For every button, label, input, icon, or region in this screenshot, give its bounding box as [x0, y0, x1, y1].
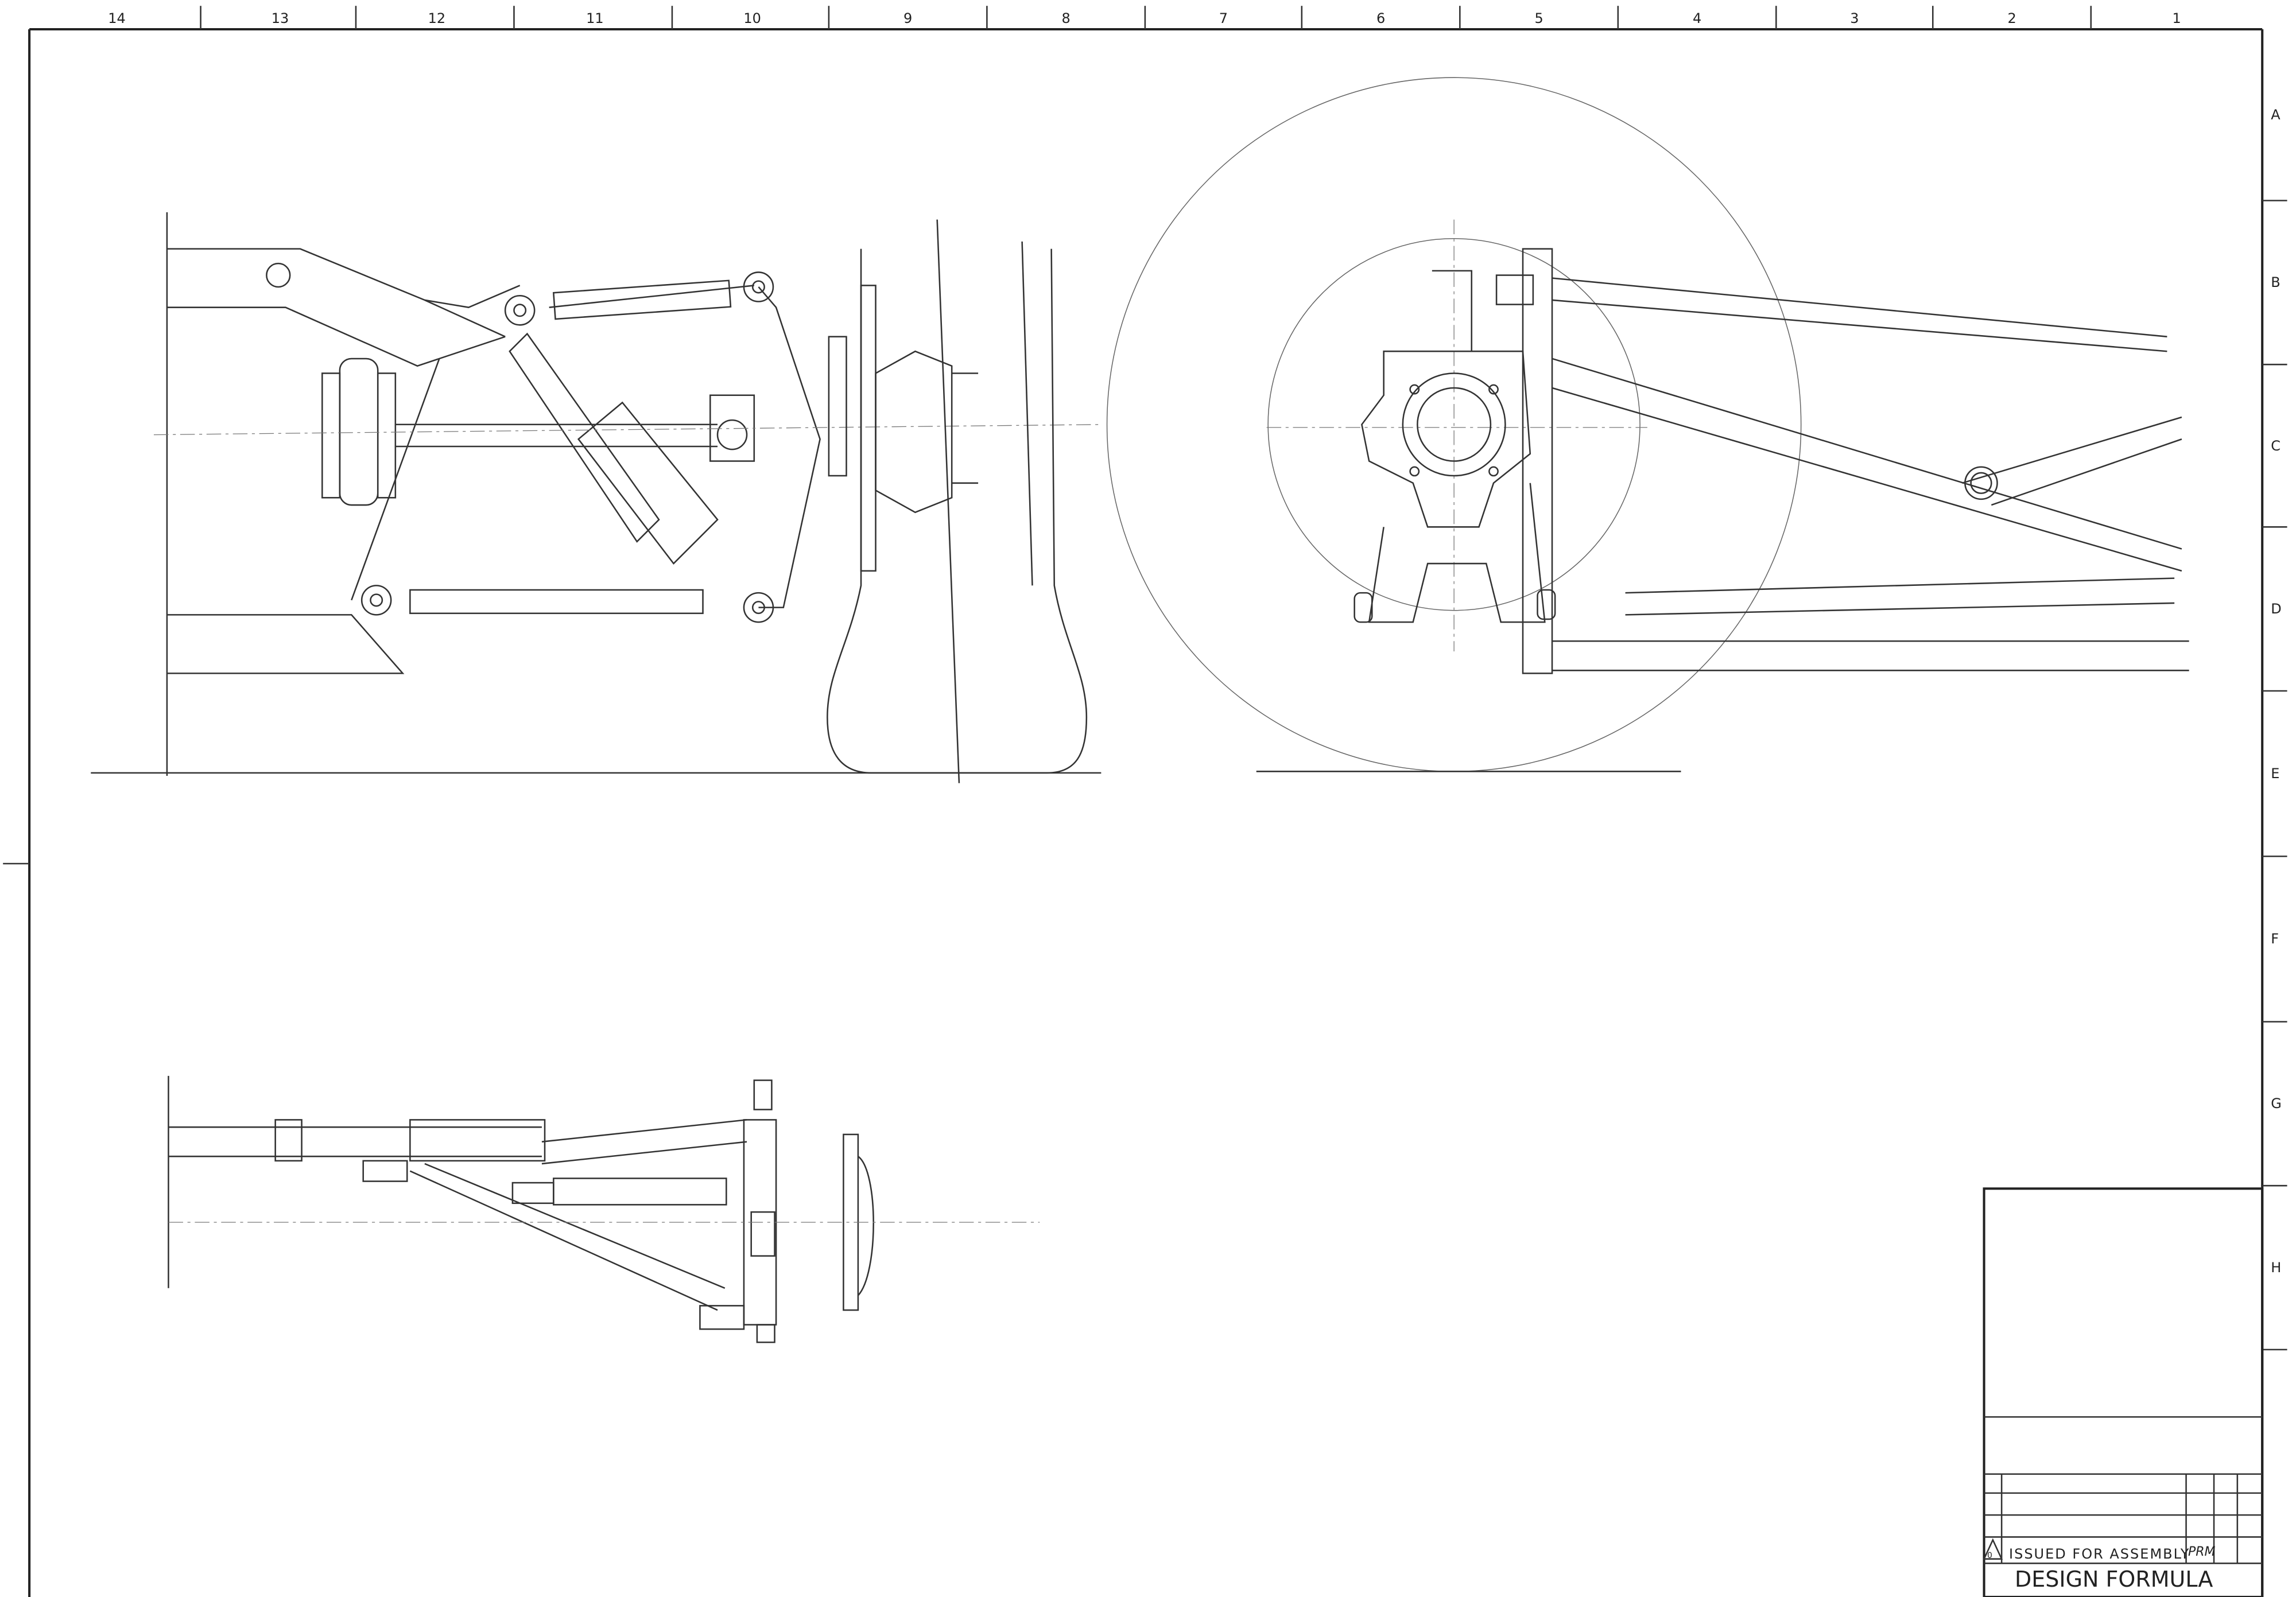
row-label: E [2271, 766, 2280, 782]
column-label: 6 [1376, 10, 1386, 26]
column-label: 2 [2007, 10, 2016, 26]
column-label: 10 [743, 10, 761, 26]
row-label: H [2271, 1260, 2282, 1276]
column-ticks [200, 6, 2092, 30]
row-label: F [2271, 931, 2279, 947]
row-label: A [2271, 107, 2281, 123]
column-label: 4 [1692, 10, 1702, 26]
column-label: 13 [271, 10, 289, 26]
column-label: 9 [903, 10, 913, 26]
column-label: 3 [1850, 10, 1859, 26]
column-label: 1 [2172, 10, 2181, 26]
revision-description: ISSUED FOR ASSEMBLY [2009, 1546, 2190, 1562]
revision-triangle-icon [1983, 1538, 2003, 1560]
column-label: 7 [1219, 10, 1228, 26]
revision-initials: PRM [2188, 1545, 2216, 1559]
revision-symbol: 0 [1987, 1551, 1992, 1560]
front-view-wheel-upright [1106, 77, 2189, 772]
title-block [1983, 1187, 2264, 1597]
row-label: B [2271, 274, 2281, 291]
drawing-title: DESIGN FORMULA [2015, 1567, 2213, 1592]
column-label: 14 [108, 10, 126, 26]
row-label: C [2271, 437, 2281, 454]
row-ticks [2262, 200, 2287, 1351]
row-label: G [2271, 1095, 2282, 1112]
row-label: D [2271, 601, 2282, 617]
column-label: 8 [1061, 10, 1071, 26]
plan-view-suspension [168, 1075, 1040, 1343]
side-view-suspension [91, 212, 1102, 783]
sheet-border [3, 28, 2264, 1597]
column-label: 5 [1534, 10, 1543, 26]
column-label: 12 [428, 10, 446, 26]
column-label: 11 [586, 10, 604, 26]
